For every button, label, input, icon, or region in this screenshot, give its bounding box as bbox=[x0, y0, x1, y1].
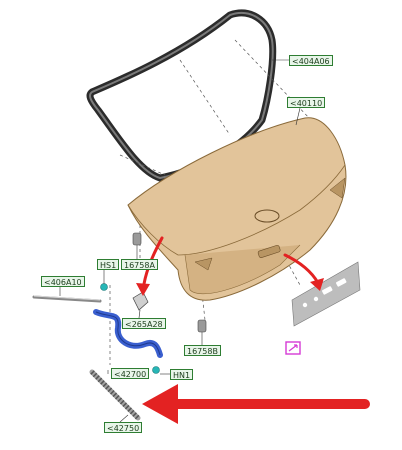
hinge-rod-highlight bbox=[33, 295, 101, 301]
label-lock-ref: <265A28 bbox=[122, 318, 166, 329]
gas-strut bbox=[89, 369, 141, 421]
clip-hn1 bbox=[152, 366, 160, 374]
weather-seal bbox=[86, 9, 277, 182]
hinge-rod bbox=[32, 295, 102, 303]
label-16758b: 16758B bbox=[184, 345, 221, 356]
label-hs1: HS1 bbox=[97, 259, 120, 270]
label-latch-ref: <42700 bbox=[111, 368, 150, 379]
lock-cylinder bbox=[132, 291, 149, 311]
label-hinge-ref: <406A10 bbox=[41, 276, 85, 287]
red-arrow-plate-head bbox=[310, 278, 324, 291]
label-16758a: 16758A bbox=[121, 259, 158, 270]
big-red-arrow bbox=[142, 384, 370, 424]
label-strut-ref: <42750 bbox=[104, 422, 143, 433]
label-trunk-lid: <40110 bbox=[287, 97, 326, 108]
label-seal-ref: <404A06 bbox=[289, 55, 333, 66]
bumper-16758b bbox=[197, 319, 207, 333]
hinge-assembly-outline bbox=[95, 311, 161, 356]
license-plate-panel bbox=[291, 261, 361, 327]
label-hn1: HN1 bbox=[170, 369, 194, 380]
trunk-lid bbox=[127, 117, 347, 301]
red-arrow-lid-head bbox=[136, 283, 150, 296]
pink-square-icon bbox=[285, 341, 301, 355]
clip-hs1 bbox=[100, 283, 108, 291]
bumper-16758a bbox=[132, 232, 142, 246]
